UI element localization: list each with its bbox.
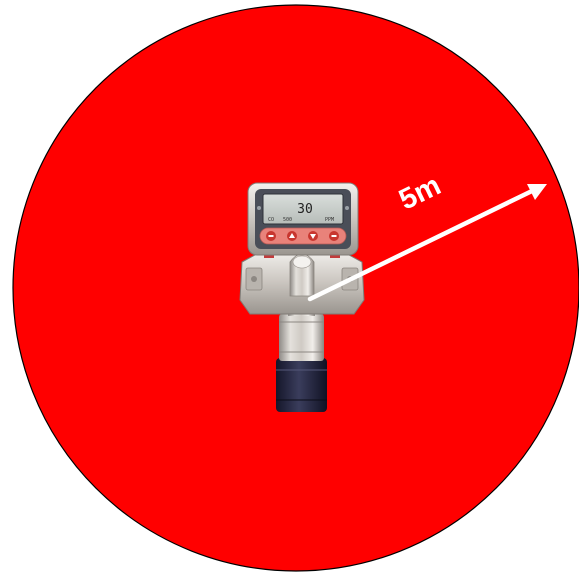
down-arrow-icon — [308, 231, 318, 241]
sensor-cap — [276, 358, 327, 412]
display-range: 500 — [283, 217, 292, 223]
sensor-housing — [279, 314, 324, 361]
up-arrow-icon — [287, 231, 297, 241]
esc-button-icon — [266, 231, 276, 241]
enter-button-icon — [329, 231, 339, 241]
display-gas: CO — [268, 217, 274, 223]
display-reading: 30 — [297, 202, 313, 217]
display-unit: PPM — [325, 217, 334, 223]
